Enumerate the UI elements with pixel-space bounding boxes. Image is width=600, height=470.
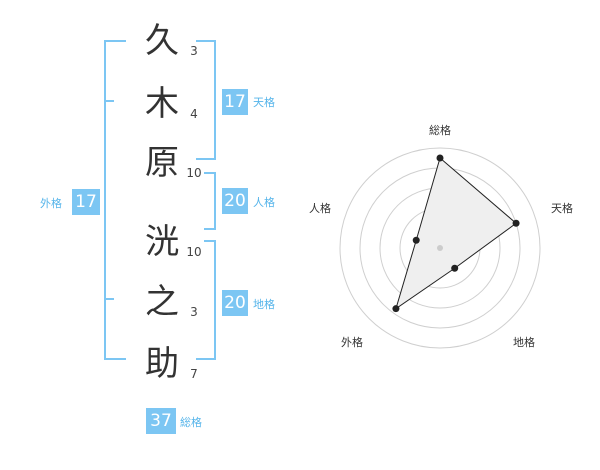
radar-label-soukaku: 総格 [429,123,451,137]
jinkaku-bracket-top [204,172,216,174]
radar-label-gaikaku: 外格 [341,335,363,349]
tenkaku-label: 天格 [253,96,275,109]
radar-point-5 [412,236,420,244]
jinkaku-label: 人格 [253,196,275,209]
name-char-4: 洸 [145,222,179,262]
radar-point-2 [512,219,520,227]
jinkaku-bracket-bottom [204,228,216,230]
chikaku-label: 地格 [253,298,275,311]
radar-label-jinkaku: 人格 [309,201,331,215]
radar-label-chikaku: 地格 [513,335,535,349]
soukaku-badge: 37 [146,408,176,434]
gaikaku-bracket-bottom [104,358,126,360]
radar-point-1 [436,154,444,162]
radar-polygon [395,157,517,310]
gaikaku-bracket-tick [104,298,114,300]
stroke-count-1: 3 [190,44,198,58]
soukaku-label: 総格 [180,416,202,429]
tenkaku-bracket-top [196,40,216,42]
stroke-count-5: 3 [190,305,198,319]
stroke-count-6: 7 [190,367,198,381]
stroke-count-4: 10 [186,245,202,259]
jinkaku-badge: 20 [222,188,248,214]
name-char-1: 久 [145,21,179,61]
radar-chart: 総格 天格 地格 外格 人格 [309,123,573,349]
chikaku-bracket-top [204,240,216,242]
tenkaku-bracket-bottom [196,158,216,160]
radar-point-3 [451,264,459,272]
gaikaku-label: 外格 [40,197,62,210]
radar-ring [339,147,541,349]
tenkaku-bracket [214,40,216,160]
radar-label-tenkaku: 天格 [551,201,573,215]
jinkaku-bracket [214,172,216,230]
gaikaku-bracket [104,40,106,360]
radar-points [392,154,520,313]
name-char-3: 原 [145,143,179,183]
gaikaku-bracket-tick [104,100,114,102]
radar-center-dot [437,245,443,251]
gaikaku-badge: 17 [72,189,100,215]
tenkaku-badge: 17 [222,89,248,115]
chikaku-bracket [214,240,216,360]
chikaku-badge: 20 [222,290,248,316]
stroke-count-2: 4 [190,107,198,121]
gaikaku-bracket-top [104,40,126,42]
chikaku-bracket-bottom [196,358,216,360]
stroke-count-3: 10 [186,166,202,180]
radar-point-4 [392,305,400,313]
name-char-6: 助 [145,344,179,384]
name-char-5: 之 [145,282,179,322]
name-char-2: 木 [145,84,179,124]
